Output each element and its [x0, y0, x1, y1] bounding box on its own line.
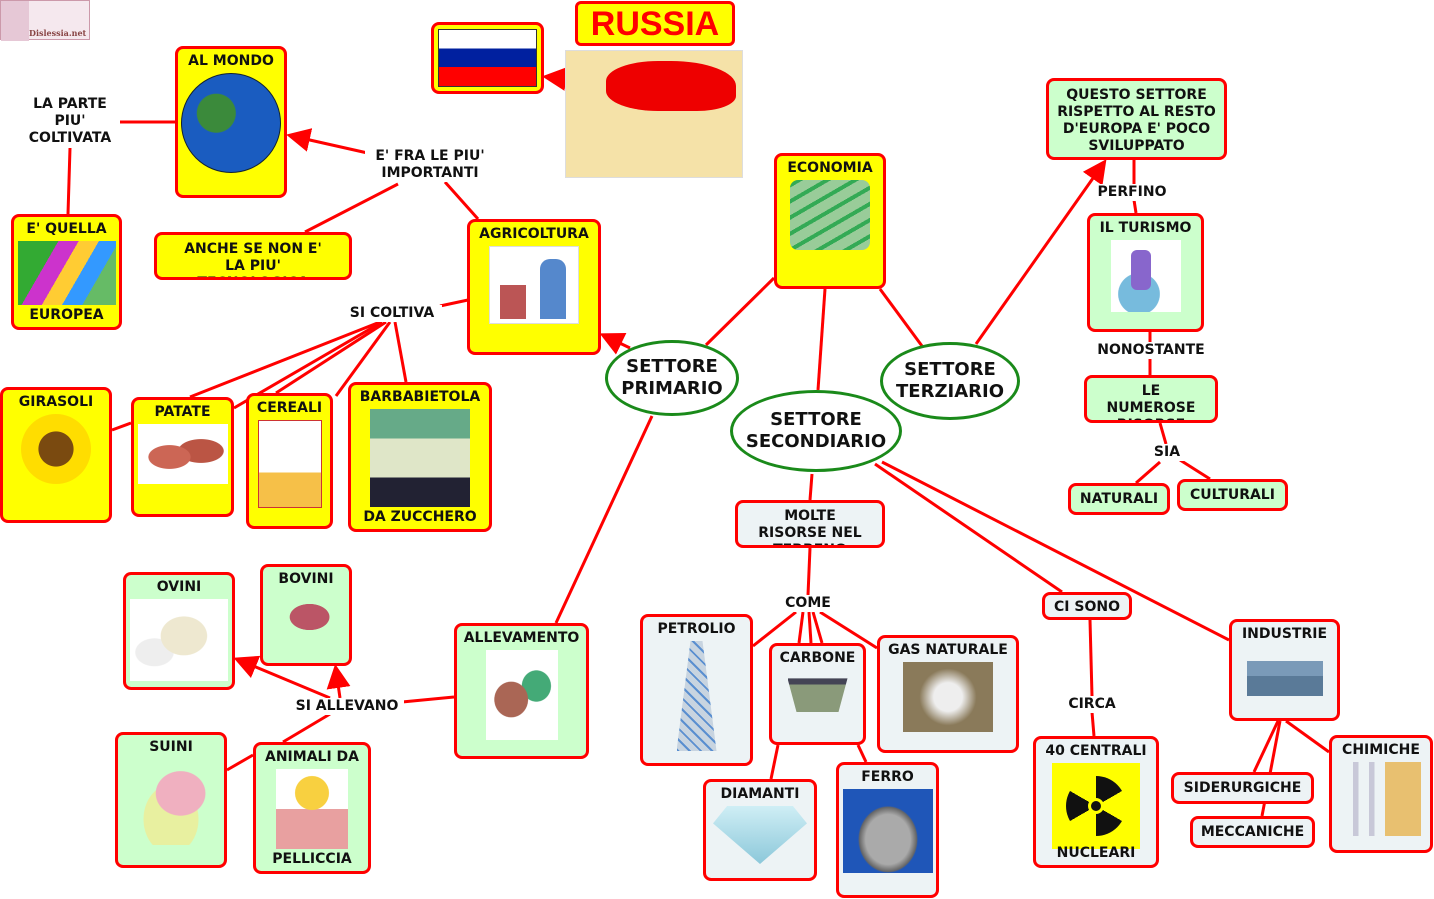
node-label: SUINI	[149, 739, 193, 755]
node-label: AL MONDO	[188, 53, 274, 69]
node-numerose-risorse[interactable]: LE NUMEROSE RISORSE	[1084, 375, 1218, 423]
skier-icon	[1110, 240, 1181, 312]
node-suini[interactable]: SUINI	[115, 732, 227, 868]
node-label: INDUSTRIE	[1241, 626, 1328, 642]
node-label: GAS NATURALE	[888, 642, 1008, 658]
link-circa: CIRCA	[1062, 696, 1122, 713]
node-al-mondo[interactable]: AL MONDO	[175, 46, 287, 198]
node-ovini[interactable]: OVINI	[123, 572, 235, 690]
node-questo-settore[interactable]: QUESTO SETTORE RISPETTO AL RESTO D'EUROP…	[1046, 78, 1227, 160]
node-patate[interactable]: PATATE	[131, 397, 234, 517]
russia-map-image	[565, 50, 743, 178]
node-label: EUROPEA	[29, 307, 104, 323]
node-label: GIRASOLI	[18, 394, 94, 410]
sugar-beet-icon	[370, 409, 470, 507]
russian-flag-icon	[438, 29, 537, 87]
node-agricoltura[interactable]: AGRICOLTURA	[467, 219, 601, 355]
page-title: RUSSIA	[575, 1, 735, 46]
link-come: COME	[780, 595, 836, 612]
europe-map-icon	[17, 241, 116, 305]
node-cereali[interactable]: CEREALI	[246, 393, 333, 529]
node-label: AGRICOLTURA	[479, 226, 589, 242]
node-label: CHIMICHE	[1342, 742, 1420, 758]
node-siderurgiche[interactable]: SIDERURGICHE	[1171, 772, 1314, 804]
link-perfino: PERFINO	[1092, 184, 1172, 201]
node-barbabietola[interactable]: BARBABIETOLA DA ZUCCHERO	[348, 382, 492, 532]
chemistry-lab-icon	[1341, 762, 1421, 836]
node-label: DIAMANTI	[720, 786, 800, 802]
node-girasoli[interactable]: GIRASOLI	[0, 387, 112, 523]
node-label: 40 CENTRALI	[1045, 743, 1147, 759]
radiation-icon	[1052, 763, 1140, 849]
node-chimiche[interactable]: CHIMICHE	[1329, 735, 1433, 853]
node-label: E' QUELLA	[26, 221, 107, 237]
node-animali-pelliccia[interactable]: ANIMALI DA PELLICCIA	[253, 742, 371, 874]
russia-flag-box	[431, 22, 544, 94]
node-molte-risorse[interactable]: MOLTE RISORSE NEL TERRENO	[735, 500, 885, 548]
node-allevamento[interactable]: ALLEVAMENTO	[454, 623, 589, 759]
globe-icon	[181, 73, 281, 173]
node-centrali-nucleari[interactable]: 40 CENTRALI NUCLEARI	[1033, 736, 1159, 868]
factory-icon	[1246, 646, 1323, 696]
node-ferro[interactable]: FERRO	[836, 762, 939, 898]
node-ci-sono[interactable]: CI SONO	[1042, 592, 1132, 620]
node-diamanti[interactable]: DIAMANTI	[703, 779, 817, 881]
node-settore-primario[interactable]: SETTORE PRIMARIO	[605, 340, 739, 416]
sunflower-icon	[21, 414, 91, 484]
diamond-icon	[713, 806, 807, 864]
oil-derrick-icon	[676, 641, 717, 751]
node-label: ANIMALI DA	[265, 749, 359, 765]
node-industrie[interactable]: INDUSTRIE	[1229, 619, 1340, 721]
node-carbone[interactable]: CARBONE	[769, 643, 866, 745]
potatoes-icon	[137, 424, 228, 484]
corn-flakes-box-icon	[257, 420, 322, 508]
node-settore-secondario[interactable]: SETTORE SECONDIARIO	[730, 390, 902, 472]
coal-cart-icon	[787, 678, 848, 712]
node-label: CEREALI	[256, 400, 323, 416]
node-label: BOVINI	[278, 571, 334, 587]
logo-text: Dislessia.net	[29, 28, 87, 38]
fur-coat-girl-icon	[276, 769, 348, 849]
logo[interactable]: Dislessia.net	[0, 0, 90, 41]
node-europea[interactable]: E' QUELLA EUROPEA	[11, 214, 122, 330]
node-label: BARBABIETOLA	[359, 389, 481, 405]
node-label: ALLEVAMENTO	[463, 630, 580, 646]
link-si-coltiva: SI COLTIVA	[342, 305, 442, 322]
node-bovini[interactable]: BOVINI	[260, 564, 352, 666]
node-gas-naturale[interactable]: GAS NATURALE	[877, 635, 1019, 753]
cow-icon	[270, 591, 342, 643]
node-naturali[interactable]: NATURALI	[1068, 483, 1170, 515]
pig-icon	[123, 759, 219, 845]
node-label: IL TURISMO	[1099, 220, 1192, 236]
farmer-with-cow-icon	[485, 650, 558, 740]
node-label: NUCLEARI	[1056, 845, 1136, 861]
node-turismo[interactable]: IL TURISMO	[1087, 213, 1204, 332]
node-label: FERRO	[861, 769, 914, 785]
node-settore-terziario[interactable]: SETTORE TERZIARIO	[880, 342, 1020, 420]
node-label: DA ZUCCHERO	[363, 509, 477, 525]
node-label: PETROLIO	[657, 621, 736, 637]
logo-blocks-icon	[1, 1, 29, 41]
node-label: CARBONE	[779, 650, 856, 666]
node-petrolio[interactable]: PETROLIO	[640, 614, 753, 766]
sheep-icon	[130, 599, 228, 681]
node-label: PATATE	[154, 404, 211, 420]
node-label: OVINI	[156, 579, 202, 595]
node-label: PELLICCIA	[272, 851, 352, 867]
link-si-allevano: SI ALLEVANO	[290, 698, 404, 715]
node-culturali[interactable]: CULTURALI	[1177, 479, 1288, 511]
node-meccaniche[interactable]: MECCANICHE	[1190, 816, 1315, 848]
node-tecnologica[interactable]: ANCHE SE NON E' LA PIU' TECNOLOGICA	[154, 232, 352, 280]
link-la-parte-coltivata: LA PARTE PIU' COLTIVATA	[20, 96, 120, 147]
money-icon	[790, 180, 870, 250]
gas-vent-icon	[903, 662, 993, 732]
link-sia: SIA	[1147, 444, 1187, 461]
farmer-icon	[489, 246, 579, 324]
iron-ore-icon	[842, 789, 933, 873]
node-label: ECONOMIA	[787, 160, 873, 176]
link-fra-le-piu-importanti: E' FRA LE PIU' IMPORTANTI	[365, 148, 495, 182]
link-nonostante: NONOSTANTE	[1091, 342, 1211, 359]
node-economia[interactable]: ECONOMIA	[774, 153, 886, 289]
